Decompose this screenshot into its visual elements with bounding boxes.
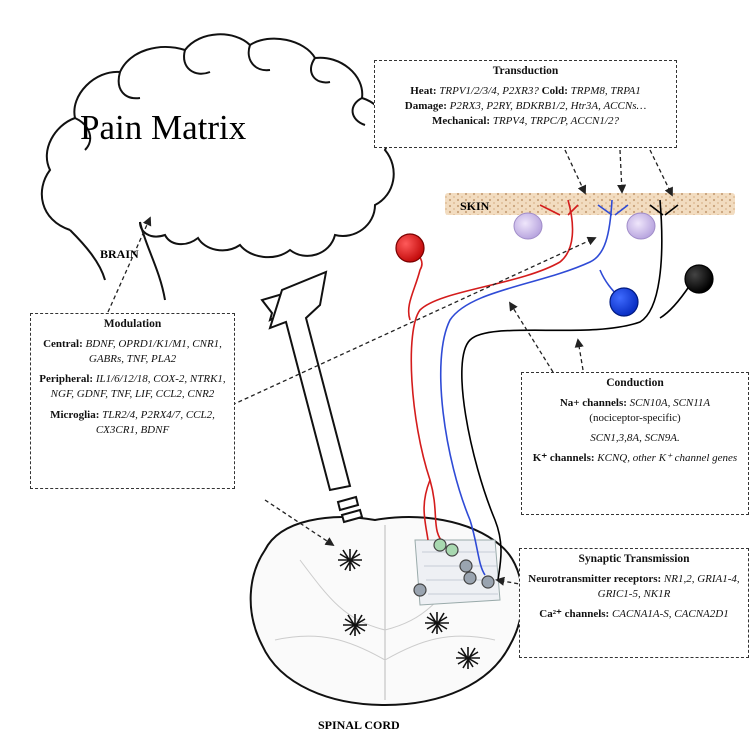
peripheral-label: Peripheral: [39, 373, 93, 385]
ascending-arrow [262, 272, 362, 522]
na-channels-genes: SCN10A, SCN11A [630, 397, 710, 409]
mechanical-genes: TRPV4, TRPC/P, ACCN1/2? [493, 115, 619, 127]
damage-label: Damage: [405, 100, 447, 112]
heat-label: Heat: [410, 85, 436, 97]
pain-matrix-title: Pain Matrix [80, 108, 246, 148]
heat-genes: TRPV1/2/3/4, P2XR3? [439, 85, 539, 97]
spinal-cord-outline [251, 517, 523, 705]
microglia-genes: TLR2/4, P2RX4/7, CCL2, CX3CR1, BDNF [96, 409, 215, 436]
conduction-title: Conduction [528, 376, 742, 392]
k-channels-label: K⁺ channels: [533, 452, 595, 464]
red-nociceptor-soma [396, 234, 424, 262]
transduction-box: Transduction Heat: TRPV1/2/3/4, P2XR3? C… [374, 60, 677, 148]
mechanical-label: Mechanical: [432, 115, 490, 127]
microglia-label: Microglia: [50, 409, 99, 421]
central-genes: BDNF, OPRD1/K1/M1, CNR1, GABRs, TNF, PLA… [86, 338, 222, 365]
na-channels-label: Na+ channels: [560, 397, 627, 409]
skin-cell [627, 213, 655, 239]
transduction-title: Transduction [381, 64, 670, 80]
synaptic-title: Synaptic Transmission [526, 552, 742, 568]
brain-outline [42, 34, 394, 300]
damage-genes: P2RX3, P2RY, BDKRB1/2, Htr3A, ACCNs… [450, 100, 647, 112]
modulation-box: Modulation Central: BDNF, OPRD1/K1/M1, C… [30, 313, 235, 489]
blue-nociceptor-soma [610, 288, 638, 316]
k-channels-genes: KCNQ, other K⁺ channel genes [597, 452, 737, 464]
synaptic-transmission-box: Synaptic Transmission Neurotransmitter r… [519, 548, 749, 658]
modulation-title: Modulation [37, 317, 228, 333]
ca-channels-label: Ca²⁺ channels: [539, 608, 609, 620]
skin-cell [514, 213, 542, 239]
spinal-cord-label: SPINAL CORD [318, 718, 400, 733]
black-nociceptor-soma [685, 265, 713, 293]
conduction-box: Conduction Na+ channels: SCN10A, SCN11A … [521, 372, 749, 515]
na-channels-other: SCN1,3,8A, SCN9A. [590, 432, 680, 444]
brain-label: BRAIN [100, 247, 139, 262]
cold-label: Cold: [542, 85, 568, 97]
nt-receptors-label: Neurotransmitter receptors: [528, 573, 661, 585]
cold-genes: TRPM8, TRPA1 [571, 85, 641, 97]
ca-channels-genes: CACNA1A-S, CACNA2D1 [612, 608, 729, 620]
central-label: Central: [43, 338, 83, 350]
na-channels-note: (nociceptor-specific) [528, 411, 742, 426]
skin-label: SKIN [460, 199, 489, 214]
